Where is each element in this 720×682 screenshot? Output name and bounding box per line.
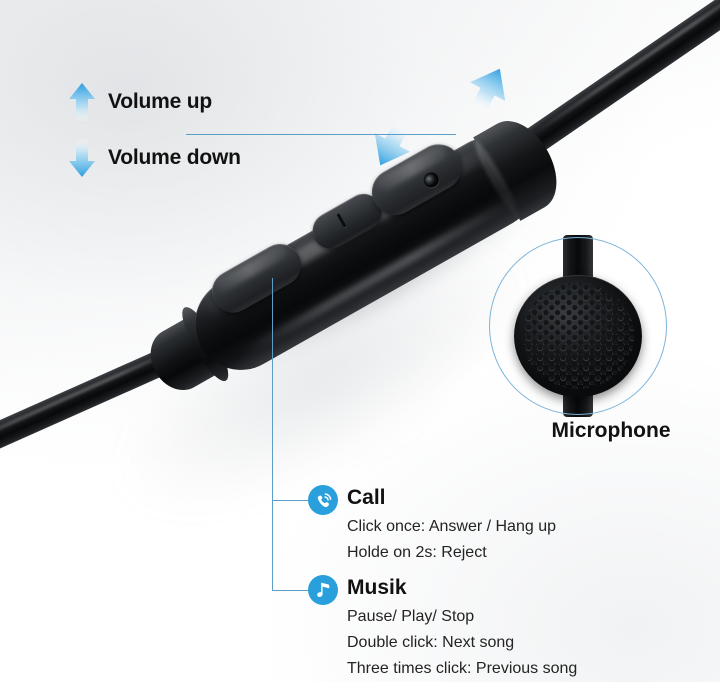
volume-down-direction-arrow [354, 108, 427, 181]
microphone-grille-icon [514, 275, 642, 397]
call-branch-line [272, 500, 310, 501]
microphone-circle-outline [489, 237, 667, 415]
microphone-detail-inset [489, 235, 667, 417]
musik-title: Musik [347, 576, 407, 599]
volume-down-label: Volume down [108, 146, 241, 169]
arrow-up-icon [68, 82, 96, 122]
call-detail-line: Click once: Answer / Hang up [347, 518, 556, 535]
volume-up-direction-arrow [452, 52, 525, 125]
cable-highlight [528, 0, 720, 139]
microphone-label: Microphone [551, 419, 671, 442]
cable-upper-right [518, 0, 720, 158]
callout-vertical-leader-line [272, 278, 273, 591]
phone-call-icon [308, 485, 338, 515]
musik-branch-line [272, 590, 310, 591]
music-note-icon [308, 575, 338, 605]
volume-up-label: Volume up [108, 90, 212, 113]
musik-detail-line: Double click: Next song [347, 634, 515, 651]
call-detail-line: Holde on 2s: Reject [347, 544, 487, 561]
arrow-down-icon [68, 138, 96, 178]
call-title: Call [347, 486, 386, 509]
volume-leader-line [186, 134, 456, 135]
musik-detail-line: Pause/ Play/ Stop [347, 608, 475, 625]
musik-detail-line: Three times click: Previous song [347, 660, 578, 677]
